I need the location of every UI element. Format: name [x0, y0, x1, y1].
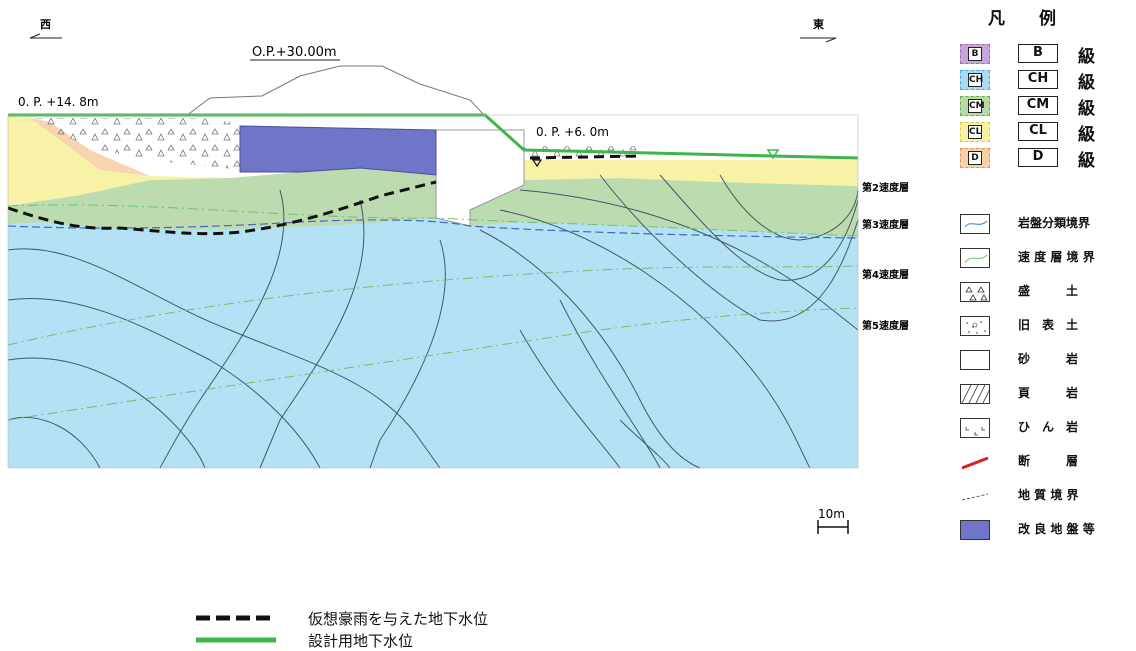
scale-label: 10m — [818, 507, 845, 521]
velocity-layer-4: 第4速度層 — [862, 268, 909, 281]
sandstone-icon — [960, 350, 990, 370]
scale-bar: 10m — [817, 507, 849, 534]
legend-item-label: 地 質 境 界 — [1018, 488, 1079, 502]
grade-label: D — [1018, 148, 1058, 167]
legend-grade-row: CM CM 級 — [940, 94, 1136, 119]
grade-swatch: B — [960, 44, 990, 64]
legend-item-row: ひ ん 岩 — [940, 416, 1136, 440]
legend-grade-row: CH CH 級 — [940, 68, 1136, 93]
legend-item-row: 改 良 地 盤 等 — [940, 518, 1136, 542]
cm-rock-layer-right — [470, 178, 858, 236]
grade-label: CM — [1018, 96, 1058, 115]
velocity-boundaries — [7, 204, 859, 421]
rain-groundwater-line-right — [529, 154, 641, 160]
legend-item-label: 頁 岩 — [1018, 386, 1079, 400]
grade-suffix: 級 — [1078, 151, 1095, 171]
grade-suffix: 級 — [1078, 47, 1095, 67]
solid-green-line-icon — [196, 637, 276, 643]
geologic-cross-section: 西 東 O.P.+30.00m 0. P. +14. 8m 0. P. +6. … — [7, 17, 909, 534]
elevation-right: 0. P. +6. 0m — [536, 125, 609, 139]
grade-swatch: CL — [960, 122, 990, 142]
shale-hatch-area — [8, 230, 858, 468]
grade-suffix: 級 — [1078, 73, 1095, 93]
legend-item-label: 盛 土 — [1018, 284, 1079, 298]
fault-icon — [960, 452, 990, 472]
rain-groundwater-line-left — [7, 180, 437, 236]
porphyrite-icon — [960, 418, 990, 438]
grade-suffix: 級 — [1078, 125, 1095, 145]
grade-swatch-label: CM — [968, 99, 985, 113]
cm-rock-layer-left — [8, 168, 436, 230]
diagram-frame — [7, 114, 859, 469]
velocity-layer-boundary-icon — [960, 248, 990, 268]
rock-contours — [7, 174, 859, 469]
velocity-layer-3: 第3速度層 — [862, 218, 909, 231]
elevation-left: 0. P. +14. 8m — [18, 95, 99, 109]
velocity-layer-5: 第5速度層 — [862, 319, 909, 332]
grade-swatch-label: B — [968, 47, 982, 61]
legend-item-label: 断 層 — [1018, 454, 1079, 468]
fill-soil-icon — [960, 282, 990, 302]
old-topsoil-icon — [960, 316, 990, 336]
velocity-layer-2: 第2速度層 — [862, 181, 909, 194]
legend-item-label: ひ ん 岩 — [1018, 420, 1079, 434]
legend-item-row: 旧 表 土 — [940, 314, 1136, 338]
legend-item-label: 旧 表 土 — [1018, 318, 1079, 332]
improved-ground-icon — [960, 520, 990, 540]
legend-row-design-groundwater: 設計用地下水位 — [196, 630, 596, 650]
legend-row-rain-groundwater: 仮想豪雨を与えた地下水位 — [196, 608, 596, 628]
dashed-black-line-icon — [196, 615, 276, 621]
legend-item-row: 砂 岩 — [940, 348, 1136, 372]
cl-rock-layer-left — [8, 116, 436, 206]
improved-ground-block — [239, 125, 437, 176]
grade-swatch-label: CL — [968, 125, 982, 139]
cl-rock-layer-left-2 — [8, 116, 150, 206]
grade-suffix: 級 — [1078, 99, 1095, 119]
legend-item-label: 速 度 層 境 界 — [1018, 250, 1095, 264]
water-level-mark-black — [531, 159, 543, 168]
grade-label: CH — [1018, 70, 1058, 89]
legend-panel: 凡例 B B 級 CH CH 級 CM CM 級 CL CL 級 D D 級 岩盤分類境界速 度 層 境 界… — [940, 0, 1136, 580]
legend-item-label: 改 良 地 盤 等 — [1018, 522, 1095, 536]
grade-swatch-label: CH — [968, 73, 984, 87]
rain-groundwater-label: 仮想豪雨を与えた地下水位 — [308, 610, 489, 628]
grade-swatch-label: D — [968, 151, 982, 165]
rock-class-boundary — [7, 219, 859, 239]
grade-swatch: CH — [960, 70, 990, 90]
geologic-boundary-icon — [960, 486, 990, 506]
legend-item-row: 頁 岩 — [940, 382, 1136, 406]
rock-class-boundary-icon — [960, 214, 990, 234]
cl-rock-layer-right — [520, 160, 858, 186]
grade-label: CL — [1018, 122, 1058, 141]
east-arrow-head — [825, 37, 837, 43]
legend-item-row: 盛 土 — [940, 280, 1136, 304]
fill-soil-left — [30, 118, 240, 170]
grade-swatch: CM — [960, 96, 990, 116]
legend-item-row: 速 度 層 境 界 — [940, 246, 1136, 270]
water-level-mark — [766, 149, 780, 160]
shale-icon — [960, 384, 990, 404]
legend-item-label: 砂 岩 — [1018, 352, 1079, 366]
west-arrow-head — [29, 33, 41, 39]
legend-item-row: 岩盤分類境界 — [940, 212, 1136, 236]
legend-item-label: 岩盤分類境界 — [1018, 216, 1091, 230]
grade-swatch: D — [960, 148, 990, 168]
grade-label: B — [1018, 44, 1058, 63]
legend-item-row: 断 層 — [940, 450, 1136, 474]
west-label: 西 — [40, 18, 51, 31]
east-label: 東 — [813, 17, 825, 31]
design-groundwater-label: 設計用地下水位 — [308, 632, 414, 650]
legend-grade-row: CL CL 級 — [940, 120, 1136, 145]
elevation-top: O.P.+30.00m — [252, 45, 337, 60]
legend-title: 凡例 — [988, 9, 1090, 29]
legend-item-row: 地 質 境 界 — [940, 484, 1136, 508]
